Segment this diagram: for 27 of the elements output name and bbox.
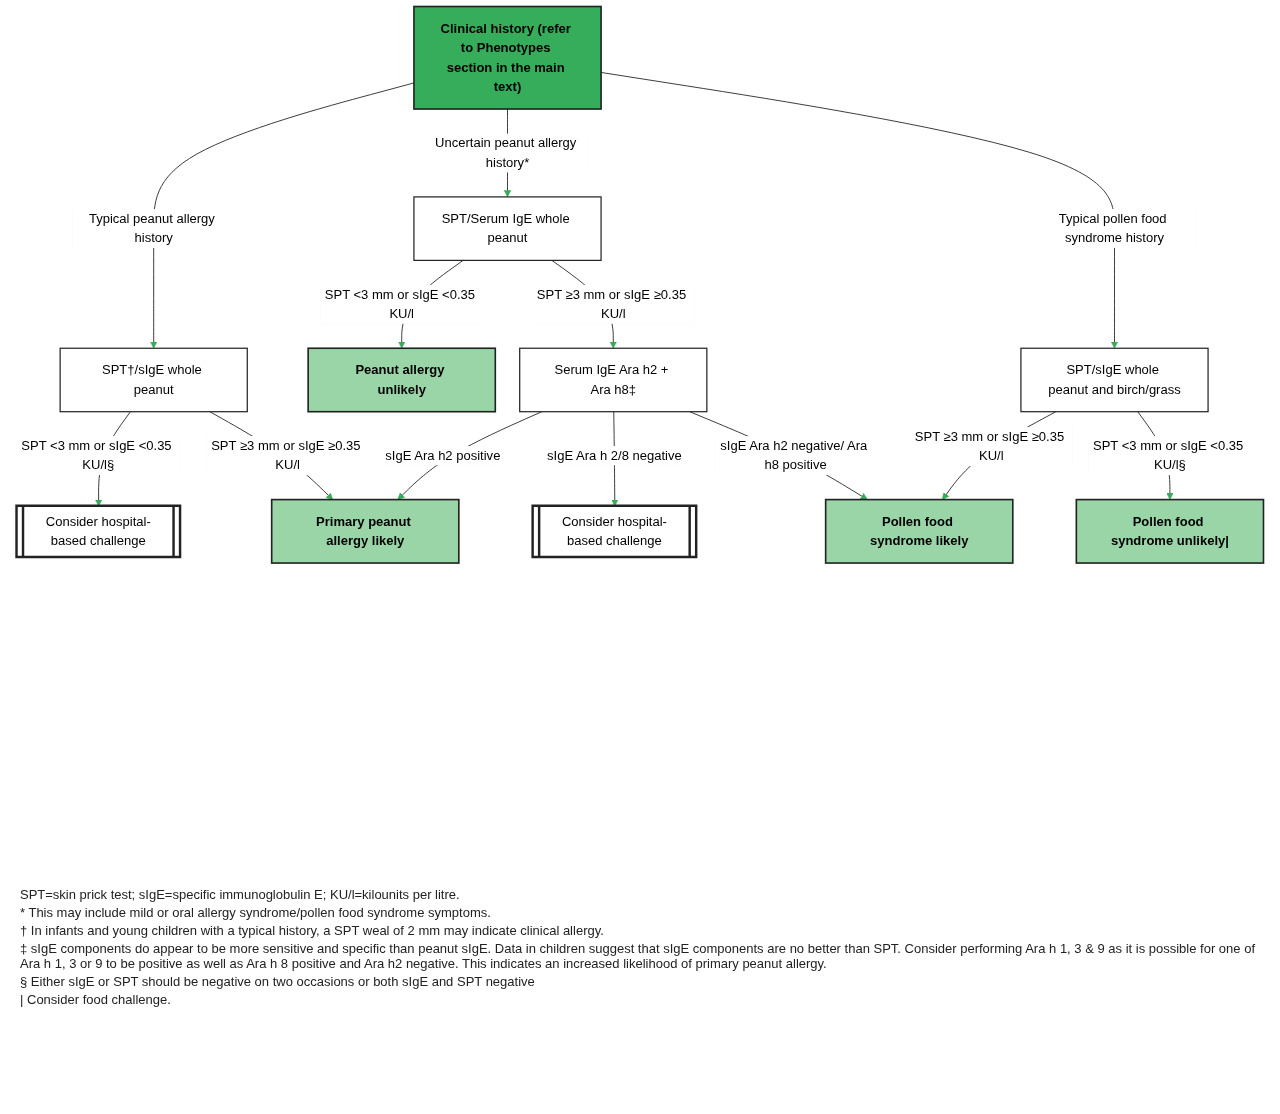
- footnote: | Consider food challenge.: [20, 992, 172, 1007]
- edge-label: SPT ≥3 mm or sIgE ≥0.35 KU/l: [536, 287, 687, 321]
- node-box: SPT†/sIgE whole peanut: [59, 347, 248, 413]
- edge-label: Typical peanut allergy history: [88, 211, 215, 245]
- edge-label: sIgE Ara h2 negative/ Ara h8 positive: [720, 438, 868, 472]
- node-box: Primary peanut allergy likely: [270, 498, 460, 564]
- node-box: Pollen food syndrome likely: [824, 498, 1014, 564]
- footnote: § Either sIgE or SPT should be negative on two occasions or both sIgE and SPT negative: [20, 974, 536, 989]
- footnote: SPT=skin prick test; sIgE=specific immunoglobulin E; KU/l=kilounits per litre.: [20, 887, 461, 902]
- edge-label: SPT ≥3 mm or sIgE ≥0.35 KU/l: [211, 438, 361, 472]
- edge-label: SPT <3 mm or sIgE <0.35 KU/l§: [21, 438, 172, 472]
- edge-label: Uncertain peanut allergy history*: [435, 135, 577, 170]
- footnote: † In infants and young children with a typical history, a SPT weal of 2 mm may indicate clinical allergy.: [20, 923, 605, 938]
- node-box: Pollen food syndrome unlikely|: [1075, 498, 1265, 564]
- node-box: Serum IgE Ara h2 + Ara h8‡: [519, 347, 708, 413]
- node-box: Peanut allergy unlikely: [307, 347, 497, 413]
- edge-label: SPT <3 mm or sIgE <0.35 KU/l: [324, 287, 476, 321]
- footnote: * This may include mild or oral allergy syndrome/pollen food syndrome symptoms.: [20, 905, 492, 920]
- edge-label: SPT <3 mm or sIgE <0.35 KU/l§: [1092, 438, 1244, 472]
- footnote: ‡ sIgE components do appear to be more sensitive and specific than peanut sIgE. Data in children suggest that sIgE components are no better than SPT. Consider performing Ara h 1, 3 & 9 as it is possible for one of Ara h 1, 3 or 9 to be positive as well as Ara h 8 positive and Ara h2 negative. This indicates an increased likelihood of primary peanut allergy.: [20, 941, 1256, 971]
- edge-label: sIgE Ara h2 positive: [385, 448, 501, 463]
- edge-label: SPT ≥3 mm or sIgE ≥0.35 KU/l: [914, 429, 1065, 463]
- edge-label: Typical pollen food syndrome history: [1058, 211, 1167, 245]
- node-box: SPT/sIgE whole peanut and birch/grass: [1020, 347, 1209, 413]
- node-box: Clinical history (refer to Phenotypes section in the main text): [413, 5, 602, 110]
- node-box: SPT/Serum IgE whole peanut: [413, 196, 602, 261]
- edge-label: sIgE Ara h 2/8 negative: [547, 448, 682, 463]
